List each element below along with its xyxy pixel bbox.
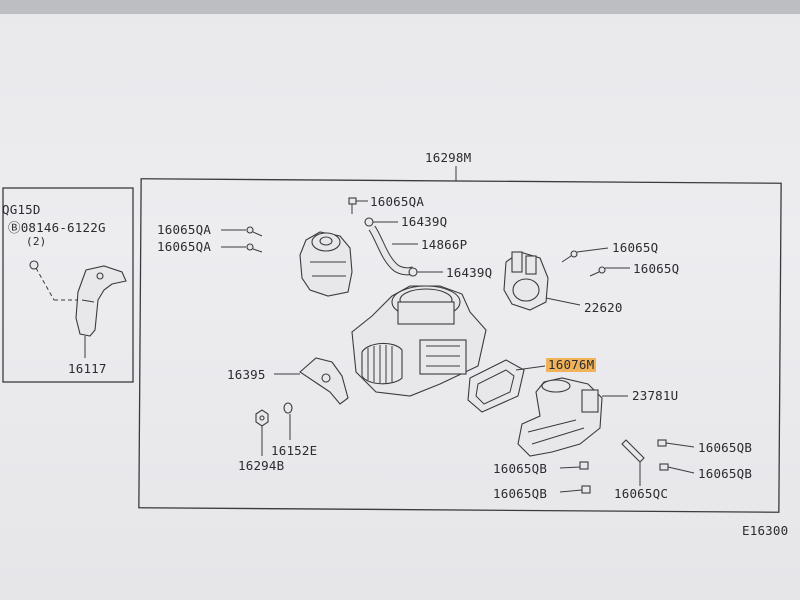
part-16065QB-right2: 16065QB: [698, 466, 753, 481]
part-16439Q-bottom: 16439Q: [446, 265, 493, 280]
engine-code: QG15D: [2, 202, 41, 217]
part-16065Q-1: 16065Q: [612, 240, 659, 255]
nut-washer: [255, 402, 293, 456]
part-16065QB-right1: 16065QB: [698, 440, 753, 455]
bolt-code: 08146-6122G: [20, 220, 106, 235]
throttle-body: [351, 285, 487, 397]
part-16439Q-top: 16439Q: [401, 214, 448, 229]
bolt-symbol-icon: Ⓑ: [8, 220, 21, 235]
part-16065QB-left2: 16065QB: [493, 486, 548, 501]
figure-code: E16300: [742, 523, 789, 538]
monitor-bezel: [0, 0, 800, 14]
part-23781U: 23781U: [632, 388, 679, 403]
part-16117: 16117: [68, 361, 107, 376]
part-16294B: 16294B: [238, 458, 285, 473]
part-16065QA-left2: 16065QA: [157, 239, 212, 254]
part-16065QC: 16065QC: [614, 486, 669, 501]
bolt-qty: (2): [26, 235, 47, 248]
part-16395: 16395: [227, 367, 266, 382]
inset-box: [2, 187, 134, 383]
hose-14866P: [364, 217, 443, 277]
part-16065QA-left1: 16065QA: [157, 222, 212, 237]
lever-16395: [274, 357, 349, 405]
assembly-box: [138, 178, 782, 513]
bracket-16117: [29, 260, 127, 358]
part-22620: 22620: [584, 300, 623, 315]
part-16298M: 16298M: [425, 150, 472, 165]
gasket-16076M: [467, 359, 546, 413]
part-16076M-highlighted[interactable]: 16076M: [546, 357, 597, 372]
iacv-23781U: [517, 377, 628, 457]
bolt-label: Ⓑ08146-6122G: [8, 221, 106, 235]
part-16065QA-top: 16065QA: [370, 194, 425, 209]
bolts-16065QB-QC: [559, 439, 695, 494]
part-16152E: 16152E: [271, 443, 318, 458]
sensor-22620: [503, 247, 630, 311]
bolts-16065QA: [221, 197, 368, 253]
part-14866P: 14866P: [421, 237, 468, 252]
part-16065Q-2: 16065Q: [633, 261, 680, 276]
actuator-upper: [299, 231, 353, 297]
part-16065QB-left1: 16065QB: [493, 461, 548, 476]
